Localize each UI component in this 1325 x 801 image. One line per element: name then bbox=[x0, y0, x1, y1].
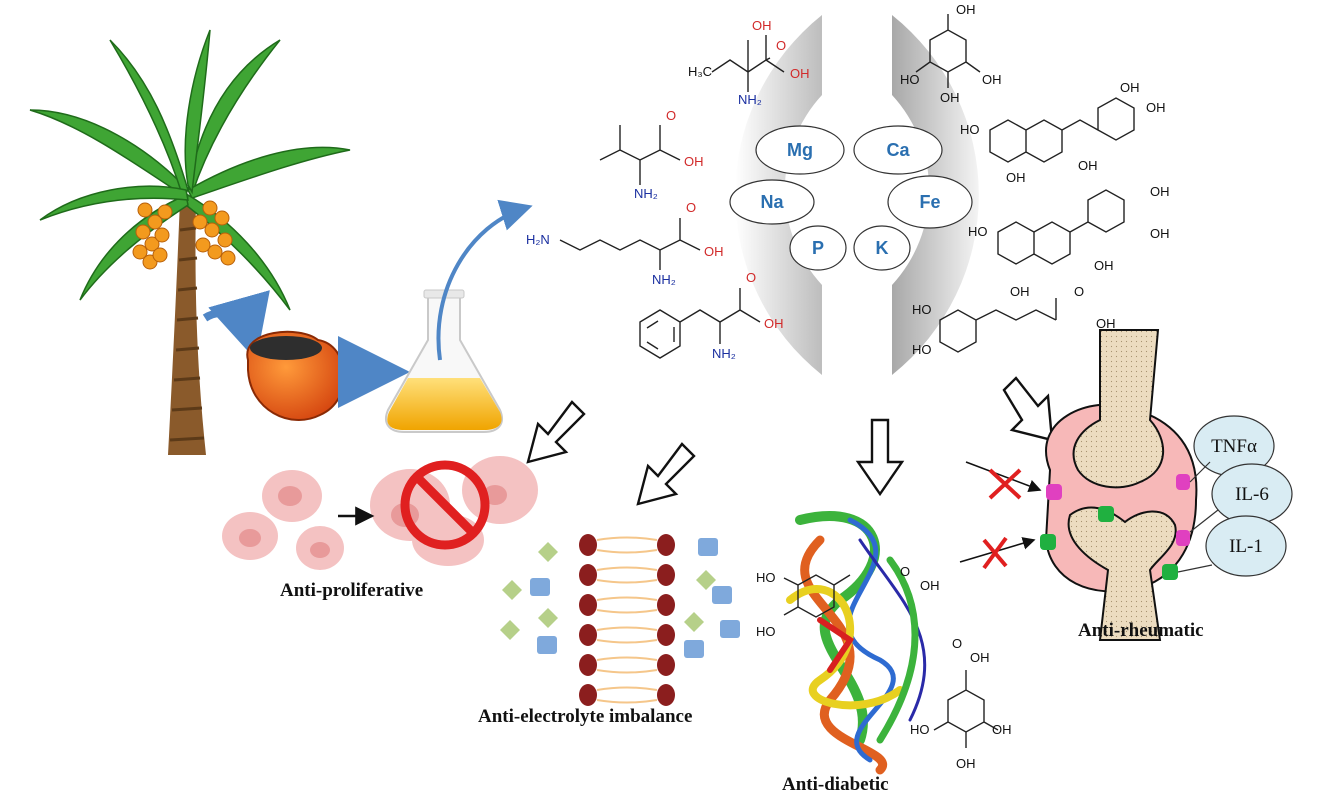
palm-tree-icon bbox=[29, 29, 351, 455]
svg-text:OH: OH bbox=[970, 650, 990, 665]
mineral-fe: Fe bbox=[919, 192, 940, 212]
svg-text:OH: OH bbox=[982, 72, 1002, 87]
mineral-na: Na bbox=[760, 192, 784, 212]
svg-text:OH: OH bbox=[1006, 170, 1026, 185]
inhibition-lines bbox=[959, 461, 1042, 570]
prohibited-icon bbox=[400, 460, 490, 550]
hollow-arrow-to-electrolyte bbox=[636, 442, 696, 506]
svg-text:OH: OH bbox=[956, 2, 976, 17]
flow-arrow-flask-to-compounds bbox=[436, 199, 533, 361]
svg-text:HO: HO bbox=[912, 342, 932, 357]
mineral-mg: Mg bbox=[787, 140, 813, 160]
mineral-p-ellipse bbox=[789, 225, 847, 271]
palm-fruit-icon bbox=[246, 330, 346, 421]
svg-text:O: O bbox=[666, 108, 676, 123]
ion-particles bbox=[500, 538, 740, 658]
cytokine-ellipses: TNFα IL-6 IL-1 bbox=[1177, 415, 1293, 577]
amino-acid-structures bbox=[559, 14, 1135, 359]
lipid-bilayer-icon bbox=[579, 534, 675, 706]
svg-text:OH: OH bbox=[1078, 158, 1098, 173]
gallic-acid-structures bbox=[783, 574, 999, 748]
svg-text:OH: OH bbox=[956, 756, 976, 771]
svg-text:OH: OH bbox=[1010, 284, 1030, 299]
label-anti-diabetic: Anti-diabetic bbox=[782, 774, 889, 795]
svg-text:HO: HO bbox=[960, 122, 980, 137]
mineral-p: P bbox=[812, 238, 824, 258]
svg-text:OH: OH bbox=[684, 154, 704, 169]
cytokine-il6: IL-6 bbox=[1235, 484, 1269, 505]
svg-text:NH₂: NH₂ bbox=[652, 272, 676, 287]
svg-text:NH₂: NH₂ bbox=[712, 346, 736, 361]
svg-text:O: O bbox=[776, 38, 786, 53]
protein-ribbon-icon bbox=[786, 511, 927, 775]
flask-icon bbox=[385, 289, 503, 433]
svg-text:OH: OH bbox=[704, 244, 724, 259]
label-anti-proliferative: Anti-proliferative bbox=[280, 580, 424, 601]
mineral-ca-ellipse bbox=[853, 125, 943, 175]
svg-text:OH: OH bbox=[752, 18, 772, 33]
mineral-k: K bbox=[876, 238, 889, 258]
hollow-arrow-to-diabetic bbox=[855, 418, 905, 497]
svg-text:OH: OH bbox=[920, 578, 940, 593]
cell-cluster bbox=[222, 456, 538, 570]
svg-text:O: O bbox=[686, 200, 696, 215]
svg-text:HO: HO bbox=[756, 624, 776, 639]
hollow-arrow-to-rheumatic bbox=[1002, 376, 1054, 442]
label-anti-rheumatic: Anti-rheumatic bbox=[1078, 620, 1204, 641]
svg-text:OH: OH bbox=[1096, 316, 1116, 331]
svg-text:HO: HO bbox=[910, 722, 930, 737]
mineral-ca: Ca bbox=[886, 140, 910, 160]
cytokine-tnf: TNFα bbox=[1211, 436, 1257, 457]
svg-text:O: O bbox=[952, 636, 962, 651]
hollow-arrow-to-antiproliferative bbox=[526, 400, 586, 464]
svg-text:OH: OH bbox=[1146, 100, 1166, 115]
mineral-group: Mg Ca Na Fe P K bbox=[729, 125, 973, 271]
svg-text:O: O bbox=[746, 270, 756, 285]
joint-icon bbox=[1044, 329, 1198, 641]
svg-text:OH: OH bbox=[790, 66, 810, 81]
svg-text:HO: HO bbox=[756, 570, 776, 585]
svg-text:HO: HO bbox=[900, 72, 920, 87]
cytokine-markers bbox=[1040, 474, 1190, 580]
svg-text:NH₂: NH₂ bbox=[634, 186, 658, 201]
svg-text:NH₂: NH₂ bbox=[738, 92, 762, 107]
svg-text:OH: OH bbox=[1094, 258, 1114, 273]
mineral-na-ellipse bbox=[729, 179, 815, 225]
svg-text:OH: OH bbox=[940, 90, 960, 105]
svg-text:O: O bbox=[900, 564, 910, 579]
chem-labels: OH O OH H₃C NH₂ O OH NH₂ H₂N O OH NH₂ O … bbox=[526, 2, 1170, 361]
mineral-mg-ellipse bbox=[755, 125, 845, 175]
svg-text:OH: OH bbox=[992, 722, 1012, 737]
svg-text:OH: OH bbox=[1150, 184, 1170, 199]
svg-text:H₂N: H₂N bbox=[526, 232, 550, 247]
svg-text:HO: HO bbox=[968, 224, 988, 239]
svg-text:O: O bbox=[1074, 284, 1084, 299]
flow-arrow-tree-to-fruit bbox=[202, 290, 270, 361]
mineral-fe-ellipse bbox=[887, 175, 973, 229]
svg-text:H₃C: H₃C bbox=[688, 64, 712, 79]
svg-text:OH: OH bbox=[1150, 226, 1170, 241]
label-anti-electrolyte-imbalance: Anti-electrolyte imbalance bbox=[478, 706, 693, 727]
mineral-k-ellipse bbox=[853, 225, 911, 271]
svg-text:OH: OH bbox=[1120, 80, 1140, 95]
svg-text:HO: HO bbox=[912, 302, 932, 317]
cytokine-il1: IL-1 bbox=[1229, 536, 1263, 557]
svg-text:OH: OH bbox=[764, 316, 784, 331]
